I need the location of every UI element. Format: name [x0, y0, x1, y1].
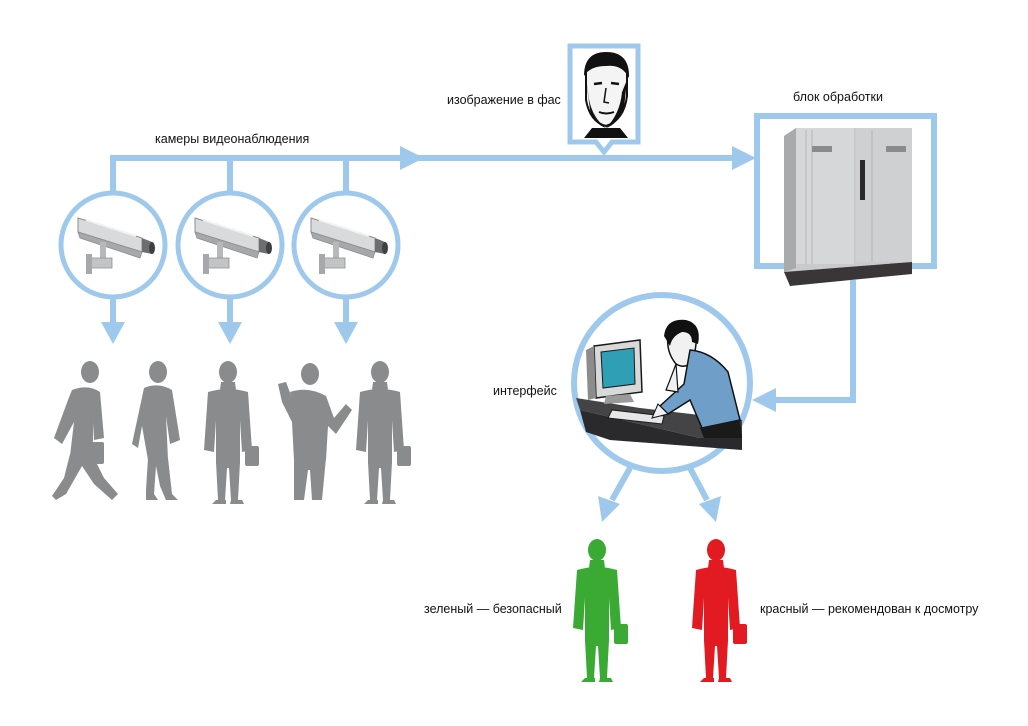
camera-2-arrow [218, 322, 242, 344]
camera-bus-line [110, 155, 740, 192]
bus-arrow-end [732, 146, 756, 170]
face-frame [567, 43, 641, 157]
interface-arrow [752, 388, 776, 412]
security-camera-icon [194, 217, 273, 275]
face-portrait-icon [584, 52, 630, 138]
processing-unit-label: блок обработки [793, 90, 883, 104]
safe-arrow [598, 496, 620, 522]
bus-arrow-mid [400, 146, 424, 170]
camera-3-arrow [334, 322, 358, 344]
crowd [52, 361, 411, 504]
server-cabinet-icon [784, 128, 912, 286]
person-silhouette-icon [132, 361, 180, 500]
security-camera-icon [310, 217, 389, 275]
person-silhouette-icon [204, 361, 259, 504]
camera-1-arrow [101, 322, 125, 344]
person-silhouette-icon [52, 361, 118, 500]
interface-circle [571, 292, 753, 474]
flagged-label: красный — рекомендован к досмотру [760, 602, 979, 616]
frontal-image-label: изображение в фас [447, 93, 561, 107]
operator-at-computer-icon [576, 319, 742, 450]
person-silhouette-icon [356, 361, 411, 504]
flagged-arrow [699, 496, 721, 522]
person-silhouette-icon [278, 363, 352, 500]
flagged-person-icon [692, 539, 747, 682]
interface-label: интерфейс [493, 384, 557, 398]
cameras-label: камеры видеонаблюдения [155, 132, 309, 146]
server-interface-link [768, 280, 856, 403]
safe-label: зеленый — безопасный [424, 602, 562, 616]
security-camera-icon [77, 217, 156, 275]
arrow-heads [101, 146, 776, 522]
safe-person-icon [573, 539, 628, 682]
